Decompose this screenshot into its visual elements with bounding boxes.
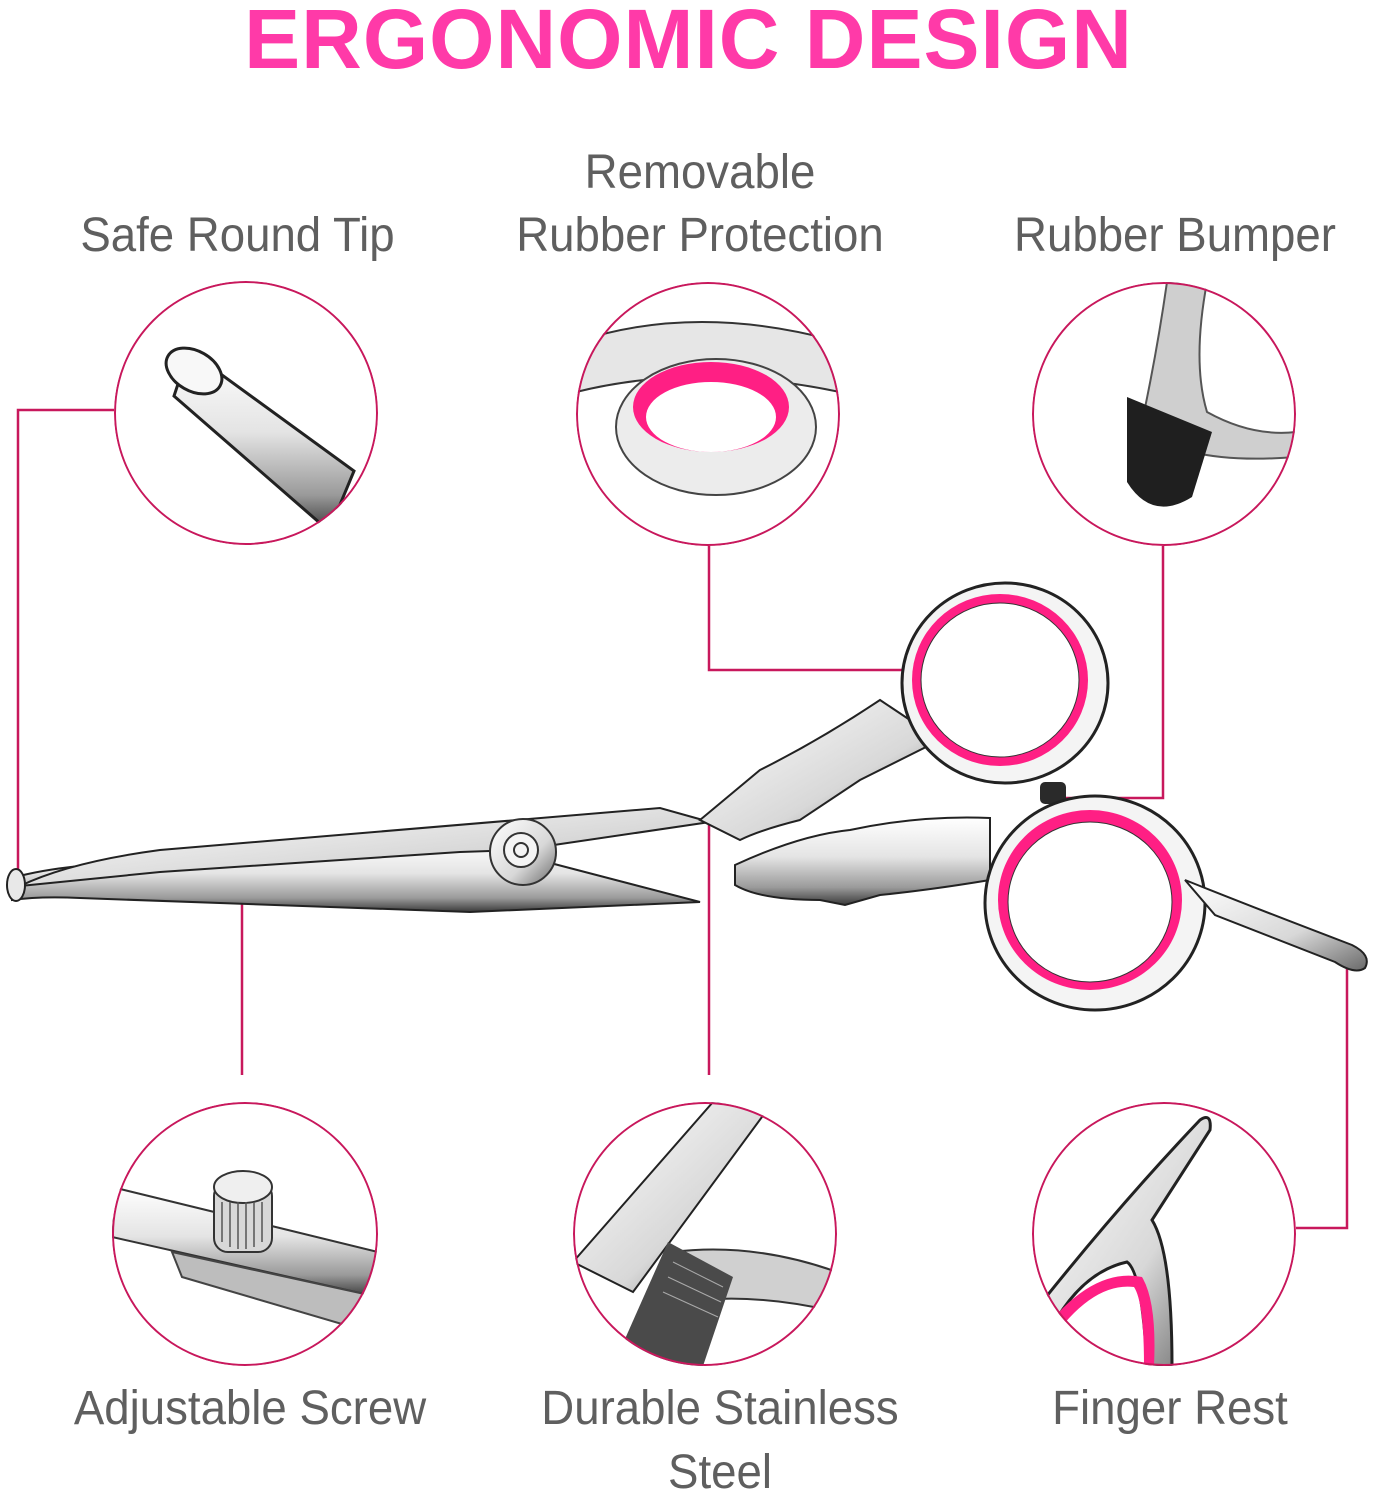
- detail-rubber-protection: [576, 282, 840, 546]
- detail-finger-rest: [1032, 1102, 1296, 1366]
- detail-stainless-steel: [573, 1102, 837, 1366]
- steel-blade-icon: [573, 1102, 837, 1366]
- label-durable-line1: Durable Stainless: [541, 1382, 899, 1435]
- label-safe-round-tip: Safe Round Tip: [80, 209, 395, 262]
- label-removable-line1: Removable: [584, 146, 816, 199]
- round-tip-icon: [164, 346, 356, 534]
- label-removable-line2: Rubber Protection: [516, 209, 884, 262]
- detail-adjustable-screw: [112, 1102, 378, 1366]
- label-adjustable-screw: Adjustable Screw: [73, 1382, 427, 1435]
- handle-ring-icon: [576, 321, 840, 496]
- finger-rest-icon: [1040, 1116, 1212, 1366]
- page-title: ERGONOMIC DESIGN: [244, 0, 1133, 86]
- label-finger-rest: Finger Rest: [1052, 1382, 1288, 1435]
- screw-icon: [112, 1170, 378, 1329]
- label-durable-line2: Steel: [668, 1446, 772, 1499]
- bumper-icon: [1127, 282, 1296, 507]
- detail-safe-round-tip: [114, 281, 378, 545]
- detail-rubber-bumper: [1032, 282, 1296, 546]
- label-rubber-bumper: Rubber Bumper: [1014, 209, 1336, 262]
